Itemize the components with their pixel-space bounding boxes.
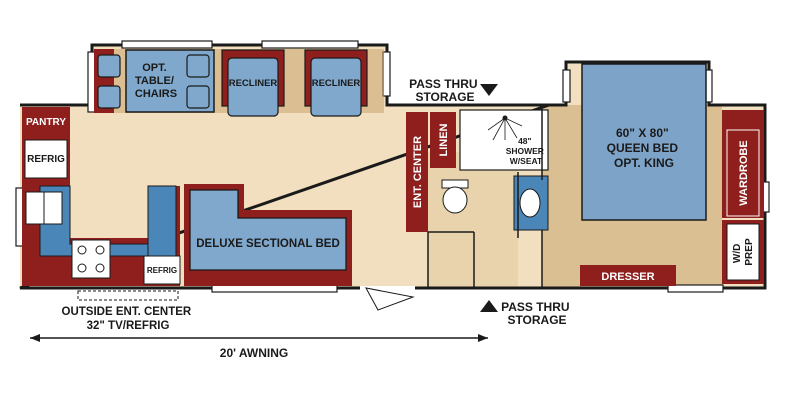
svg-text:PASS THRU STORAGE: PASS THRU STORAGE (501, 300, 573, 327)
recliner-left[interactable]: RECLINER (221, 49, 285, 117)
bed-label-line-2: QUEEN BED (607, 141, 679, 155)
outside-ent-line-1: OUTSIDE ENT. CENTER (62, 306, 192, 318)
bed-label-line-3: OPT. KING (614, 156, 674, 170)
svg-text:PASS THRU STORAGE: PASS THRU STORAGE (409, 77, 481, 104)
windows (15, 40, 770, 293)
awning-dimension: 20' AWNING (30, 334, 488, 360)
wd-prep-line-2: PREP (744, 238, 755, 266)
entry-door[interactable] (360, 286, 415, 311)
up-triangle-icon (480, 300, 498, 312)
arrow-left-icon (30, 334, 40, 342)
pass-thru-bottom-line-2: STORAGE (507, 313, 566, 327)
recliner-left-label: RECLINER (229, 78, 278, 89)
washer-dryer-prep[interactable]: W/D PREP (722, 220, 764, 284)
wardrobe-label: WARDROBE (738, 140, 750, 205)
refrig-label: REFRIG (27, 154, 65, 165)
ent-center-label: ENT. CENTER (412, 136, 424, 208)
pass-thru-storage-bottom: PASS THRU STORAGE (480, 300, 573, 327)
recliner-right-label: RECLINER (312, 78, 361, 89)
pantry[interactable]: PANTRY (22, 107, 70, 133)
mini-refrigerator[interactable]: REFRIG (143, 255, 181, 285)
svg-text:OUTSIDE ENT. CENTER 32": OUTSIDE ENT. CENTER 32" TV/REFRIG (62, 306, 195, 332)
shower-label-line-2: SHOWER (506, 146, 544, 156)
kitchen-sink[interactable] (25, 191, 63, 225)
bed-label-line-1: 60" X 80" (616, 126, 669, 140)
awning-label: 20' AWNING (220, 346, 288, 360)
mini-refrig-label: REFRIG (147, 266, 177, 275)
refrigerator[interactable]: REFRIG (22, 133, 70, 185)
outside-ent-line-2: 32" TV/REFRIG (87, 320, 170, 332)
entertainment-center[interactable]: ENT. CENTER (406, 112, 428, 232)
table-label-line-3: CHAIRS (135, 88, 177, 100)
svg-text:48" SHOWER W/SEAT: 48" SHOWER W/SEAT (506, 136, 547, 166)
table-label-line-1: OPT. (142, 62, 166, 74)
queen-bed[interactable]: 60" X 80" QUEEN BED OPT. KING (581, 63, 707, 221)
dresser[interactable]: DRESSER (580, 265, 676, 286)
svg-text:W/D PREP: W/D PREP (732, 238, 755, 266)
sectional-sofa[interactable]: DELUXE SECTIONAL BED (184, 184, 352, 286)
arrow-right-icon (478, 334, 488, 342)
shower-label-line-1: 48" (518, 136, 532, 146)
pass-thru-bottom-line-1: PASS THRU (501, 300, 569, 314)
dinette-table[interactable]: OPT. TABLE/ CHAIRS (97, 49, 215, 113)
dresser-label: DRESSER (601, 271, 654, 283)
pass-thru-top-line-2: STORAGE (415, 90, 474, 104)
sectional-label: DELUXE SECTIONAL BED (196, 238, 340, 250)
svg-text:60" X 80" QUEEN BED: 60" X 80" QUEEN BED OPT. KING (607, 126, 682, 170)
interior-walls (427, 105, 543, 288)
stove[interactable] (71, 239, 111, 279)
down-triangle-icon (480, 84, 498, 96)
linen-label: LINEN (438, 123, 450, 156)
recliner-right[interactable]: RECLINER (304, 49, 368, 117)
shower[interactable]: 48" SHOWER W/SEAT (459, 109, 549, 171)
table-label-line-2: TABLE/ (135, 75, 174, 87)
bathroom-vanity[interactable] (513, 175, 549, 231)
toilet[interactable] (441, 179, 469, 214)
wd-prep-line-1: W/D (732, 244, 743, 263)
pass-thru-top-line-1: PASS THRU (409, 77, 477, 91)
linen-closet[interactable]: LINEN (430, 112, 456, 168)
wardrobe[interactable]: WARDROBE (722, 110, 764, 218)
svg-text:OPT. TABLE/ CHAIRS: OPT. TABLE/ CHAIRS (135, 62, 177, 100)
pass-thru-storage-top: PASS THRU STORAGE (409, 77, 498, 104)
pantry-label: PANTRY (26, 117, 66, 128)
outside-ent-center: OUTSIDE ENT. CENTER 32" TV/REFRIG (62, 290, 195, 332)
shower-label-line-3: W/SEAT (510, 156, 543, 166)
